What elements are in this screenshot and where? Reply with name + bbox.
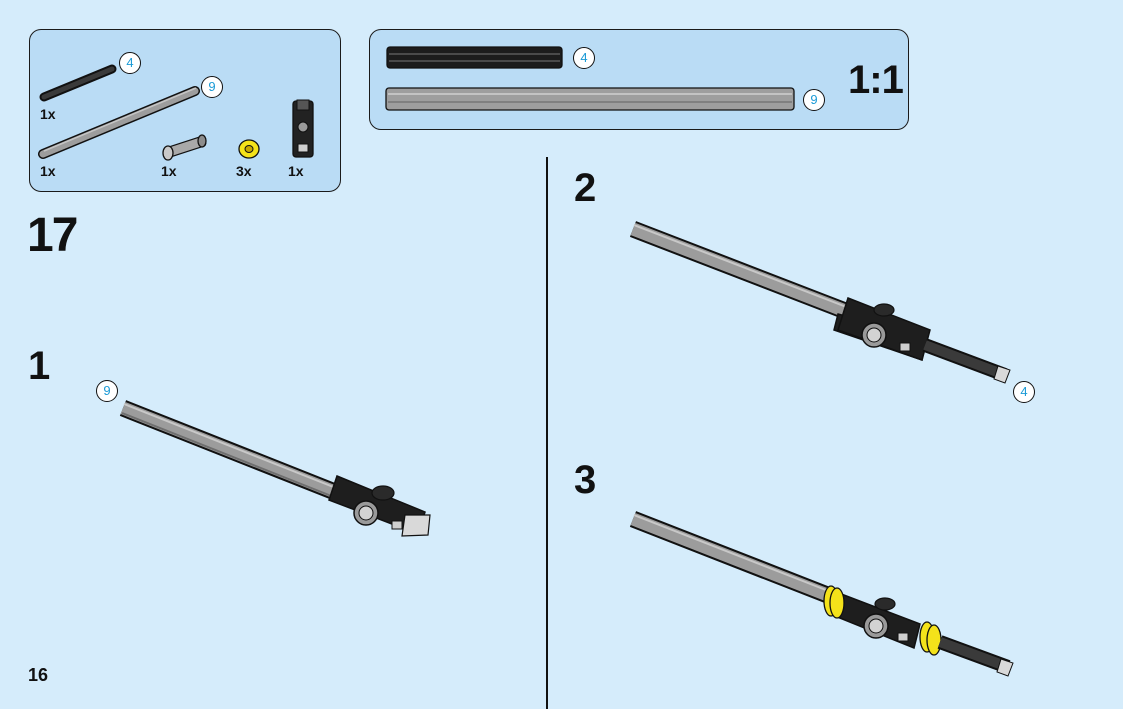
step-number: 17: [27, 209, 78, 262]
black-axle-4-scale: [386, 46, 563, 69]
substep-1-assembly: [119, 400, 431, 537]
substep-3-assembly: [629, 511, 1014, 677]
part-qty-yellow-bush: 3x: [236, 163, 252, 179]
part-qty-grey-axle: 1x: [40, 163, 56, 179]
substep-2-number: 2: [574, 166, 597, 210]
axle-pin-part: [162, 134, 207, 161]
yellow-bush-right: [919, 621, 942, 656]
scale-callout-4: 4: [573, 47, 595, 69]
substep-3-number: 3: [574, 458, 597, 502]
scale-axles: [385, 46, 795, 111]
substep-1-number: 1: [28, 344, 51, 388]
scale-panel: 4 9: [369, 29, 909, 130]
yellow-bush-part: [238, 139, 260, 159]
length-callout-9: 9: [201, 76, 223, 98]
substep-1-callout-9: 9: [96, 380, 118, 402]
part-qty-connector: 1x: [288, 163, 304, 179]
column-divider: [546, 157, 548, 709]
substep-2-assembly: [629, 221, 1011, 384]
parts-list-panel: 1x 1x 1x 3x 1x 4 9: [29, 29, 341, 192]
substep-2-callout-4: 4: [1013, 381, 1035, 403]
scale-callout-9: 9: [803, 89, 825, 111]
length-callout-4: 4: [119, 52, 141, 74]
page-number: 16: [28, 665, 49, 685]
grey-axle-9-scale: [385, 87, 795, 111]
black-axle-4-part: [39, 64, 117, 102]
black-connector-part: [292, 99, 314, 158]
grey-axle-9-part: [38, 86, 200, 159]
scale-ratio: 1:1: [848, 58, 904, 102]
yellow-bush-left: [823, 585, 845, 619]
parts-illustrations: [38, 64, 314, 161]
part-qty-black-axle: 1x: [40, 106, 56, 122]
part-qty-axle-pin: 1x: [161, 163, 177, 179]
